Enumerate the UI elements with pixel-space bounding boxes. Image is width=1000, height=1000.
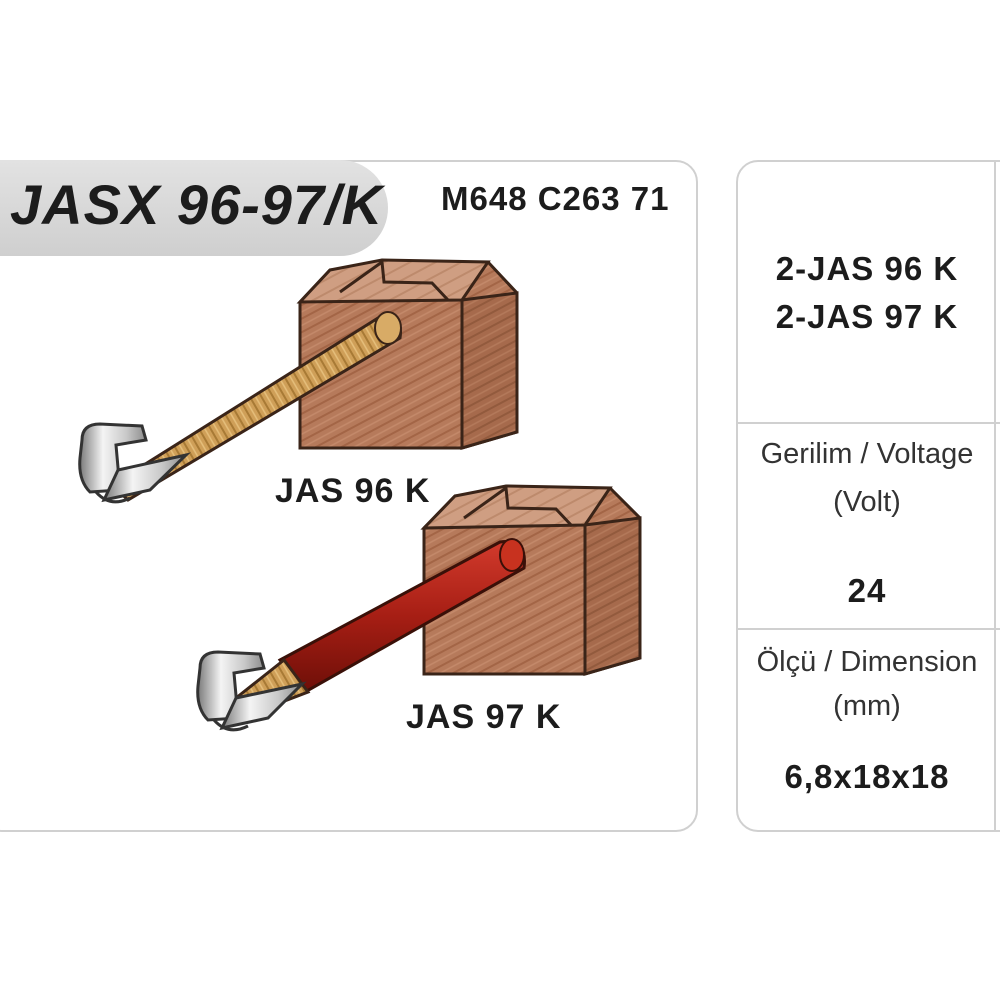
contents-line-2: 2-JAS 97 K (775, 298, 959, 335)
terminal-connector-icon (196, 650, 307, 732)
part-label-jas97k: JAS 97 K (406, 698, 562, 736)
carbon-block-icon (296, 258, 519, 450)
specs-divider (738, 422, 1000, 424)
terminal-connector-icon (78, 422, 191, 504)
brush-jas97k-illustration (196, 484, 642, 732)
dimension-value: 6,8x18x18 (784, 758, 950, 795)
specs-panel: 2-JAS 96 K 2-JAS 97 K Gerilim / Voltage … (736, 160, 1000, 832)
dimension-label: Ölçü / Dimension (756, 646, 978, 678)
dimension-unit: (mm) (833, 690, 901, 722)
brush-jas96k-illustration (78, 258, 519, 504)
voltage-value: 24 (847, 572, 887, 609)
specs-divider-vertical (994, 162, 996, 830)
title-tab (0, 160, 388, 256)
voltage-label: Gerilim / Voltage (760, 438, 974, 470)
product-title: JASX 96-97/K (10, 173, 384, 236)
part-label-jas96k: JAS 96 K (275, 472, 431, 510)
specs-divider (738, 628, 1000, 630)
carbon-block-icon (420, 484, 642, 676)
contents-line-1: 2-JAS 96 K (775, 250, 959, 287)
voltage-unit: (Volt) (833, 486, 901, 518)
product-code: M648 C263 71 (441, 180, 670, 217)
